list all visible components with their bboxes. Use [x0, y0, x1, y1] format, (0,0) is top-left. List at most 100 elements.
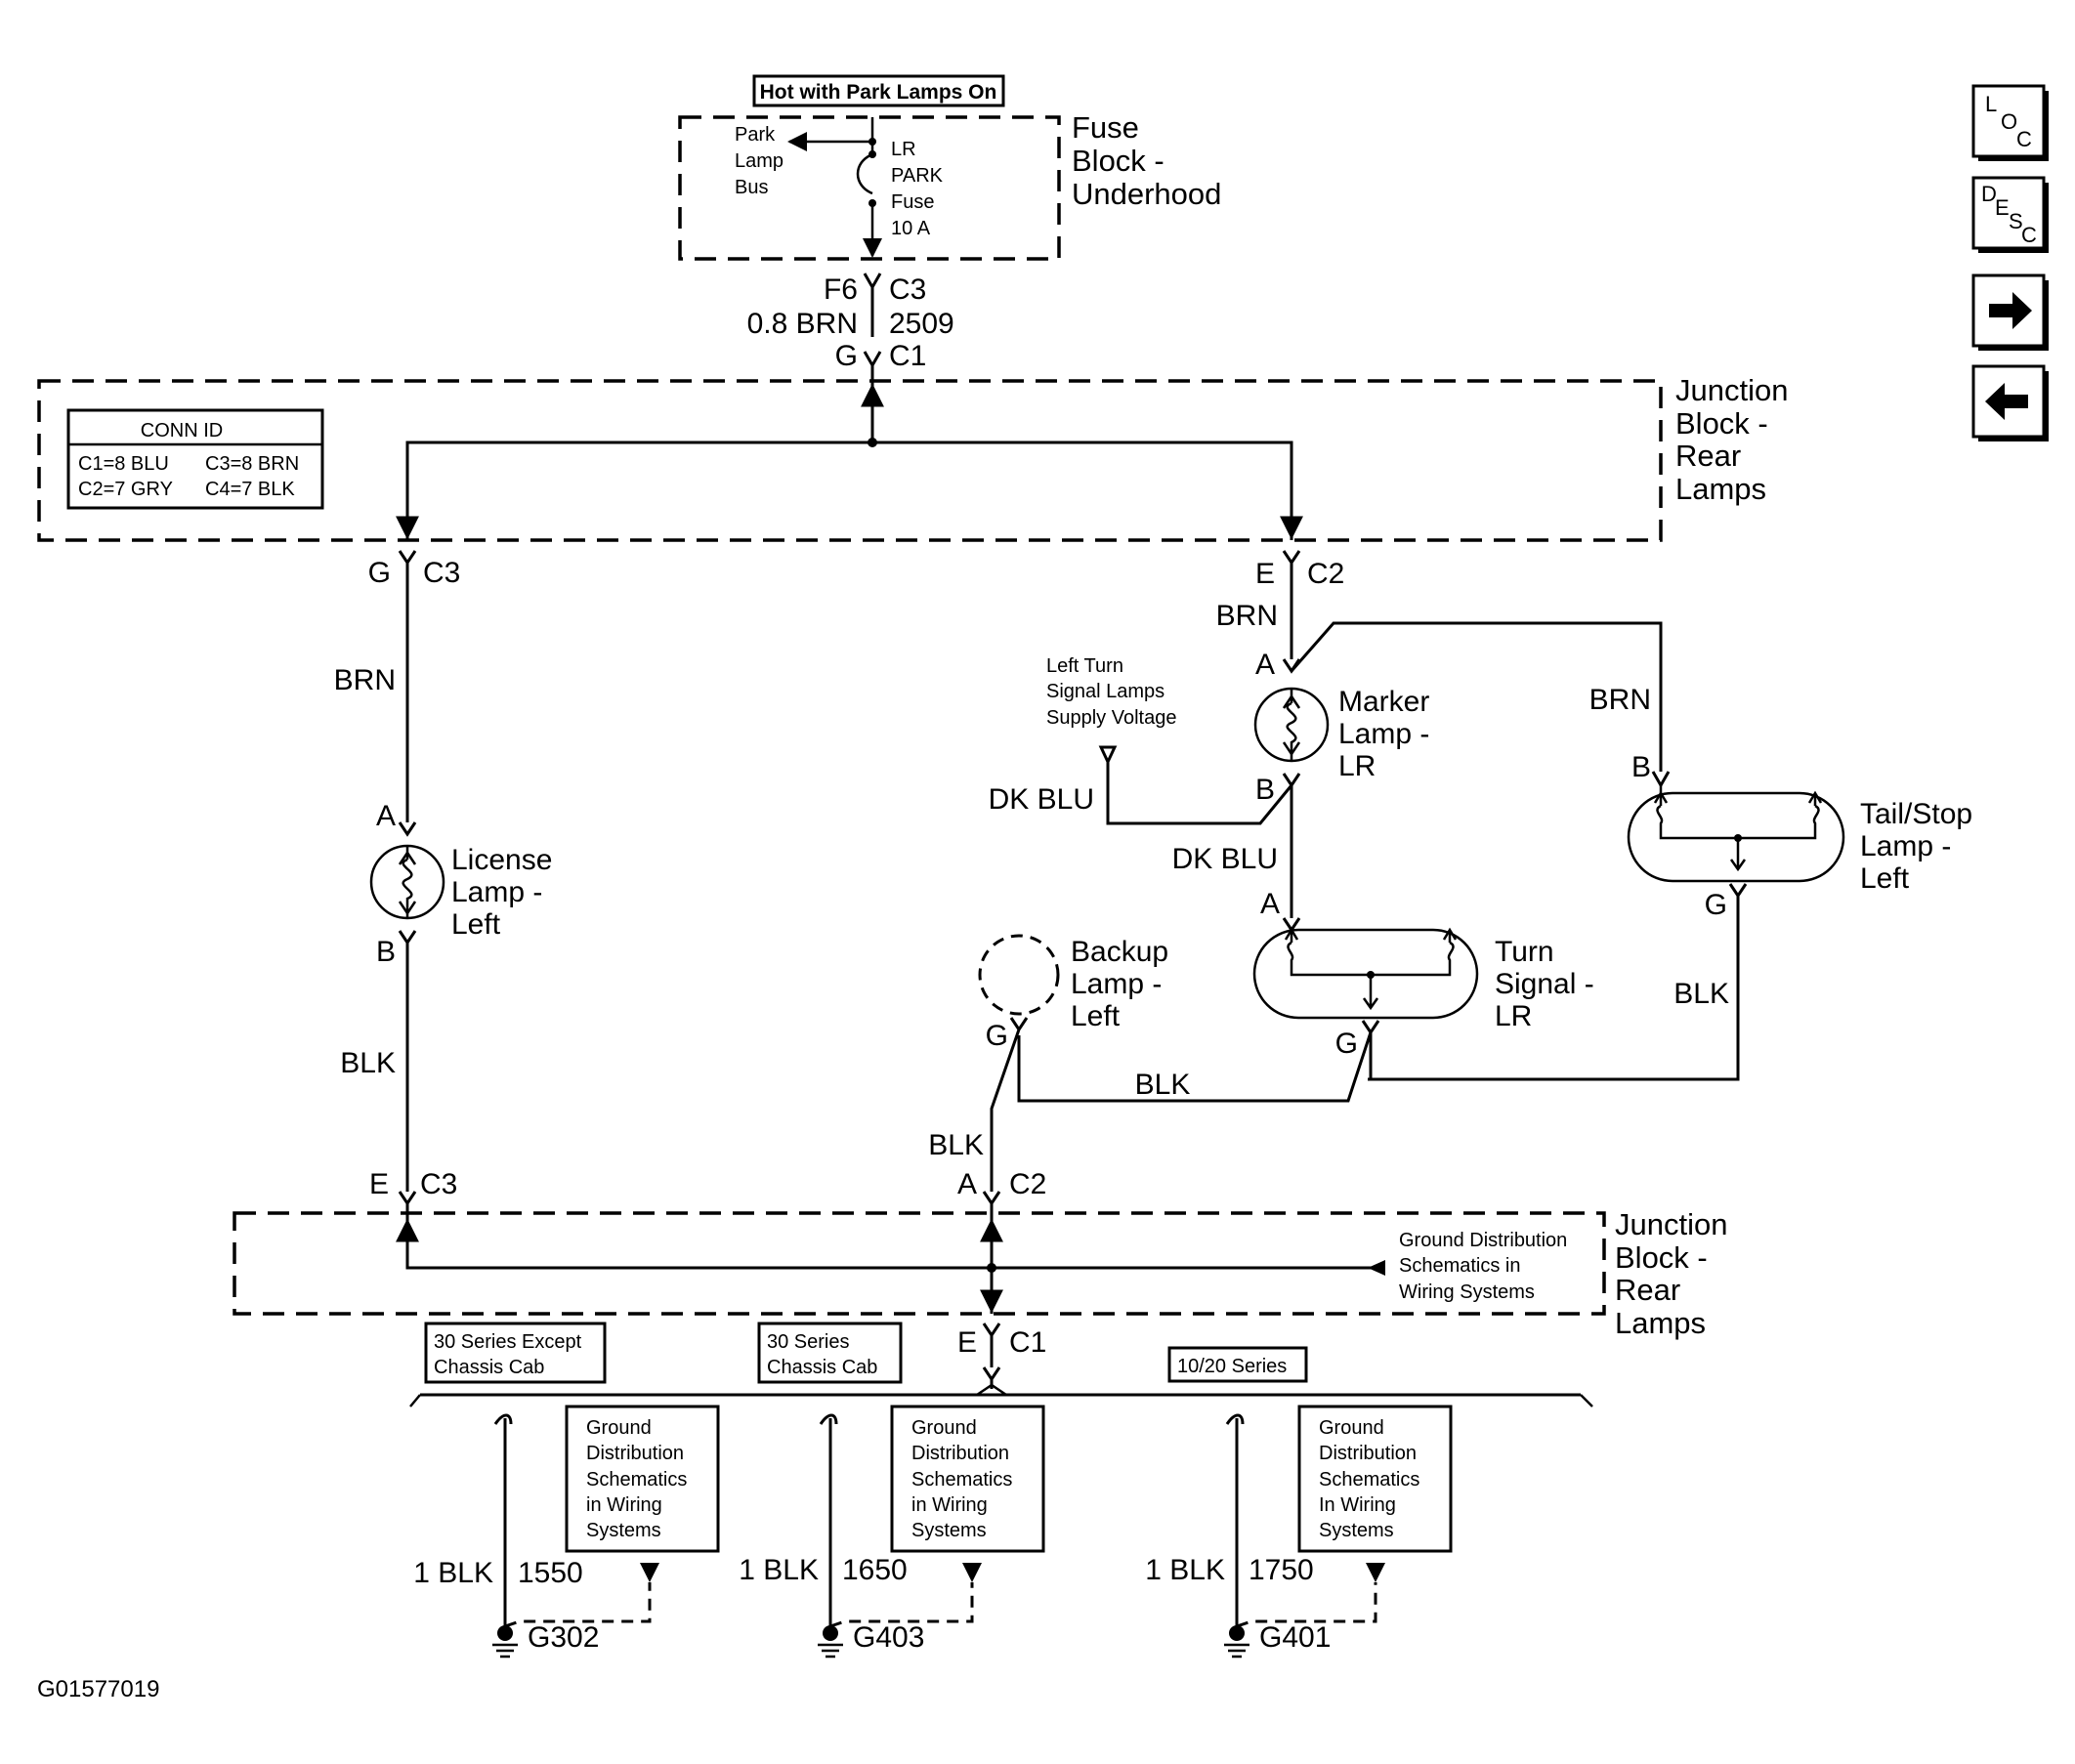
- license-pin-g: G: [368, 557, 391, 589]
- ground-g401: 10/20 Series Ground Distribution Schemat…: [1145, 1346, 1593, 1659]
- turn-name-1: Turn: [1495, 936, 1554, 968]
- ground-g403: 30 Series Chassis Cab Ground Distributio…: [739, 1322, 1045, 1659]
- tail-name-3: Left: [1860, 862, 1910, 895]
- jb-ground-ref-3: Wiring Systems: [1399, 1281, 1535, 1303]
- prev-button[interactable]: [1971, 364, 2049, 441]
- g302-ref-2: Distribution: [586, 1443, 684, 1464]
- right-arrow-icon: [1989, 292, 2032, 329]
- license-name-1: License: [451, 844, 552, 876]
- fuse-label-4: 10 A: [891, 218, 931, 239]
- g302-series-2: Chassis Cab: [434, 1357, 544, 1378]
- g403-series-1: 30 Series: [767, 1331, 850, 1353]
- next-button[interactable]: [1971, 273, 2049, 351]
- loc-button[interactable]: L O C: [1971, 84, 2049, 161]
- marker-name-1: Marker: [1338, 686, 1429, 718]
- desc-letter-c: C: [2021, 223, 2037, 247]
- park-bus-label-2: Lamp: [735, 150, 783, 172]
- turn-name-3: LR: [1495, 1000, 1532, 1032]
- license-wire-out: BLK: [340, 1047, 396, 1079]
- marker-name-2: Lamp -: [1338, 718, 1429, 750]
- conn-id-table: CONN ID C1=8 BLU C3=8 BRN C2=7 GRY C4=7 …: [66, 408, 324, 510]
- hot-label-box: [752, 74, 1005, 107]
- license-lamp-branch: G C3 BRN A License Lamp - Left B BLK E C…: [334, 550, 552, 1206]
- conn-id-c1: C1=8 BLU: [78, 453, 169, 475]
- feed-pin-g: G: [835, 340, 858, 372]
- fuse-symbol: [856, 152, 873, 195]
- g401-ref-3: Schematics: [1319, 1469, 1419, 1491]
- license-name-2: Lamp -: [451, 876, 542, 908]
- feed-pin-f6: F6: [824, 273, 858, 306]
- backup-wire-out: BLK: [928, 1129, 984, 1161]
- g401-ref-2: Distribution: [1319, 1443, 1417, 1464]
- ground-g302: 30 Series Except Chassis Cab Ground Dist…: [409, 1322, 720, 1659]
- junction-block-bottom: Junction Block - Rear Lamps Ground Distr…: [233, 1203, 1727, 1397]
- g302-circuit: 1550: [518, 1557, 583, 1589]
- turn-wire-out: BLK: [1135, 1069, 1191, 1101]
- backup-pin-a: A: [957, 1168, 977, 1200]
- marker-conn-c2: C2: [1307, 558, 1344, 590]
- fuse-label-2: PARK: [891, 165, 944, 187]
- jb-top-name-3: Rear: [1675, 439, 1741, 473]
- marker-lamp-bulb: [1253, 687, 1330, 763]
- desc-letter-s: S: [2009, 209, 2023, 233]
- tail-name-2: Lamp -: [1860, 830, 1951, 862]
- fuse-block-name-1: Fuse: [1072, 110, 1139, 145]
- jb-bottom-name-4: Lamps: [1615, 1306, 1706, 1340]
- conn-id-c4: C4=7 BLK: [205, 479, 295, 500]
- g401-ground: G401: [1259, 1621, 1331, 1654]
- jb-top-name-4: Lamps: [1675, 472, 1766, 506]
- turn-pin-g: G: [1335, 1028, 1358, 1060]
- desc-letter-e: E: [1995, 195, 2010, 220]
- g302-ref-5: Systems: [586, 1520, 661, 1541]
- conn-id-c3: C3=8 BRN: [205, 453, 299, 475]
- tail-pin-g: G: [1705, 889, 1727, 921]
- g403-ref-1: Ground: [911, 1417, 977, 1439]
- tail-wire-in: BRN: [1589, 684, 1651, 716]
- ground-symbol-icon: [1224, 1625, 1249, 1659]
- g403-ref-5: Systems: [911, 1520, 987, 1541]
- desc-letter-d: D: [1981, 182, 1997, 206]
- marker-pin-e: E: [1255, 558, 1275, 590]
- license-wire-in: BRN: [334, 664, 396, 696]
- marker-lamp-branch: E C2 BRN A Marker Lamp - LR B DK BLU Lef…: [989, 550, 1663, 933]
- tail-stop-lamp-branch: BRN B G Tail/Stop Lamp - Left BLK: [1368, 684, 1972, 1081]
- fuse-label-3: Fuse: [891, 191, 934, 213]
- fuse-block-name-2: Block -: [1072, 144, 1165, 178]
- g401-circuit: 1750: [1249, 1554, 1314, 1586]
- ground-symbol-icon: [492, 1625, 518, 1659]
- turn-signal-lamp-bulb: [1252, 927, 1479, 1020]
- g403-ground: G403: [853, 1621, 924, 1654]
- backup-lamp-branch: Backup Lamp - Left G BLK A C2: [928, 934, 1168, 1206]
- g302-wire: 1 BLK: [413, 1557, 493, 1589]
- fuse-block-name-3: Underhood: [1072, 177, 1221, 211]
- g403-wire: 1 BLK: [739, 1554, 819, 1586]
- g403-ref-3: Schematics: [911, 1469, 1012, 1491]
- fuse-block-outline: [678, 115, 1061, 261]
- jb-top-name-2: Block -: [1675, 406, 1768, 441]
- park-bus-label-3: Bus: [735, 177, 768, 198]
- g401-ref-1: Ground: [1319, 1417, 1384, 1439]
- tail-wire-out: BLK: [1673, 978, 1729, 1010]
- backup-name-1: Backup: [1071, 936, 1168, 968]
- desc-button[interactable]: D E S C: [1971, 176, 2049, 253]
- backup-conn-c2: C2: [1009, 1168, 1046, 1200]
- marker-wire-in: BRN: [1216, 600, 1278, 632]
- supply-label-2: Signal Lamps: [1046, 681, 1165, 702]
- jb-top-name-1: Junction: [1675, 373, 1788, 407]
- conn-id-c2: C2=7 GRY: [78, 479, 173, 500]
- turn-pin-a: A: [1260, 888, 1280, 920]
- feed-conn-c1: C1: [889, 340, 926, 372]
- license-name-3: Left: [451, 908, 501, 941]
- g403-ref-4: in Wiring: [911, 1494, 988, 1516]
- conn-id-title: CONN ID: [141, 420, 223, 441]
- jb-ground-ref-2: Schematics in: [1399, 1255, 1521, 1277]
- feed-wire-color: 0.8 BRN: [747, 308, 858, 340]
- jb-ground-ref-1: Ground Distribution: [1399, 1230, 1567, 1251]
- tail-name-1: Tail/Stop: [1860, 798, 1972, 830]
- backup-name-2: Lamp -: [1071, 968, 1162, 1000]
- g401-ref-5: Systems: [1319, 1520, 1394, 1541]
- license-pin-e: E: [369, 1168, 389, 1200]
- ground-symbol-icon: [818, 1625, 843, 1659]
- g401-wire: 1 BLK: [1145, 1554, 1225, 1586]
